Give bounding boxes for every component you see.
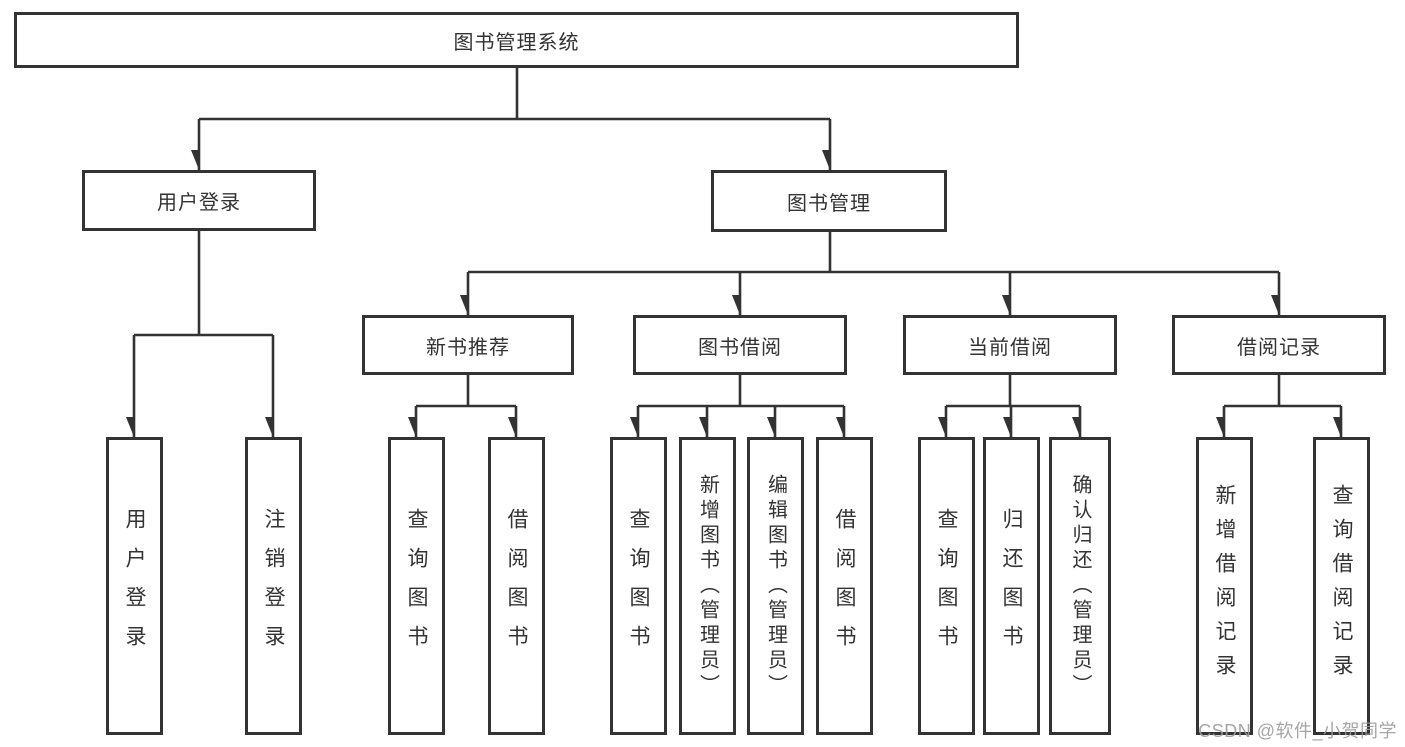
csdn-watermark: CSDN @软件_小贺同学 — [1198, 721, 1397, 741]
node-user-login: 用户登录 — [82, 170, 316, 231]
node-book-management: 图书管理 — [711, 170, 947, 232]
node-book-borrowing: 图书借阅 — [633, 315, 847, 375]
leaf-borrow-books: 借阅图书 — [816, 437, 873, 735]
leaf-query-books-recommend: 查询图书 — [388, 437, 445, 735]
leaf-add-books-admin: 新增图书（管理员） — [679, 437, 736, 735]
node-current-borrowing: 当前借阅 — [903, 315, 1117, 375]
leaf-query-books-current: 查询图书 — [918, 437, 975, 735]
leaf-user-login: 用户登录 — [106, 437, 163, 735]
leaf-return-books: 归还图书 — [983, 437, 1040, 735]
leaf-query-books-borrowing: 查询图书 — [610, 437, 667, 735]
leaf-confirm-return-admin: 确认归还（管理员） — [1049, 437, 1111, 735]
leaf-edit-books-admin: 编辑图书（管理员） — [747, 437, 804, 735]
node-borrowing-records: 借阅记录 — [1172, 315, 1386, 375]
leaf-query-borrow-record: 查询借阅记录 — [1313, 437, 1370, 735]
leaf-borrow-books-recommend: 借阅图书 — [488, 437, 545, 735]
node-root-library-system: 图书管理系统 — [14, 12, 1019, 68]
node-new-book-recommend: 新书推荐 — [362, 315, 574, 375]
leaf-add-borrow-record: 新增借阅记录 — [1196, 437, 1253, 735]
leaf-logout: 注销登录 — [245, 437, 302, 735]
